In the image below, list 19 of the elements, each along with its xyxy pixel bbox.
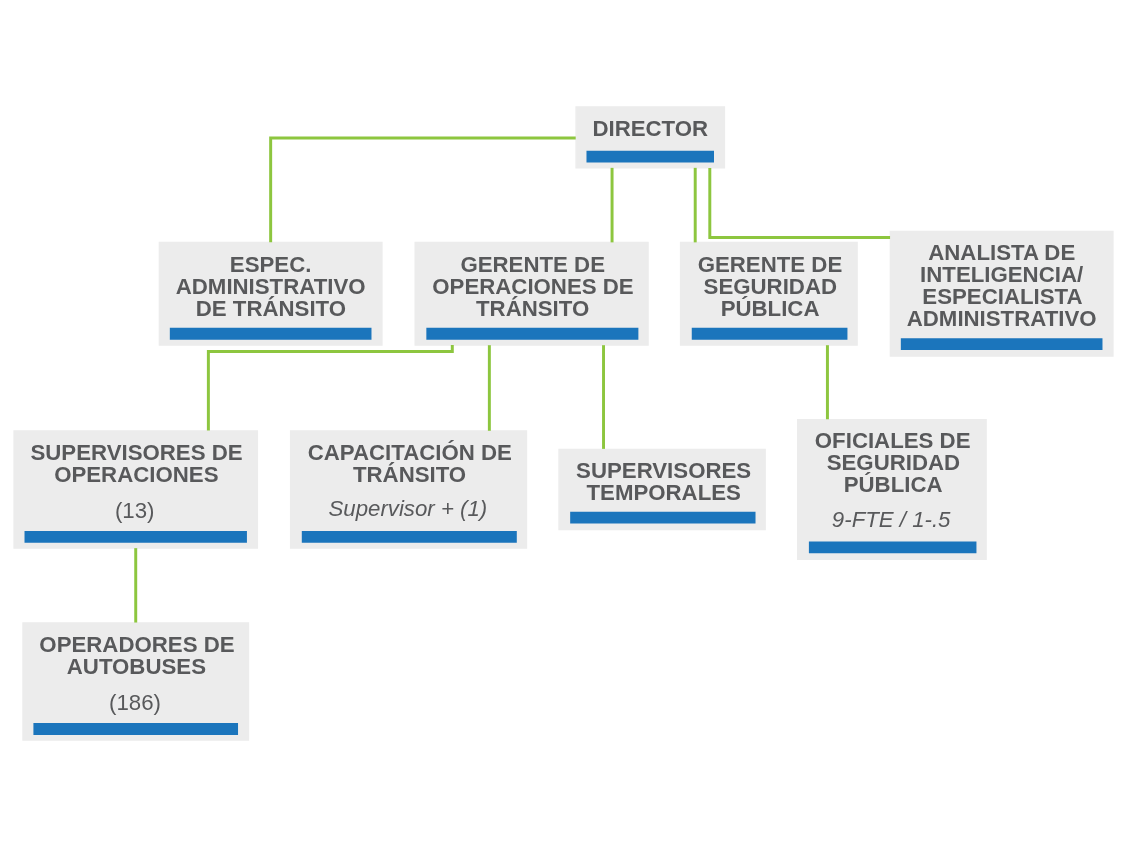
node-box: OPERADORES DE AUTOBUSES (186) (22, 622, 250, 741)
connector (693, 167, 697, 243)
node-box: DIRECTOR (575, 106, 726, 169)
node-box: ESPEC. ADMINISTRATIVO DE TRÁNSITO (158, 241, 383, 346)
connector (487, 345, 491, 431)
connector (825, 345, 829, 420)
connector (134, 548, 138, 623)
node-box: SUPERVISORES TEMPORALES (558, 448, 766, 531)
node-box: GERENTE DE OPERACIONES DE TRÁNSITO (414, 241, 649, 346)
connector (610, 167, 614, 243)
node-box: GERENTE DE SEGURIDAD PÚBLICA (679, 241, 858, 346)
node-box: CAPACITACIÓN DE TRÁNSITO Supervisor + (1) (289, 430, 528, 549)
node-box: SUPERVISORES DE OPERACIONES (13) (13, 430, 259, 549)
connector (269, 136, 576, 243)
connector (602, 345, 605, 449)
connector (206, 344, 454, 431)
node-box: OFICIALES DE SEGURIDAD PÚBLICA 9-FTE / 1-.5 (797, 419, 987, 560)
node-box: ANALISTA DE INTELIGENCIA/ ESPECIALISTA ADMINISTRATIVO (889, 230, 1114, 357)
connector (708, 167, 891, 239)
